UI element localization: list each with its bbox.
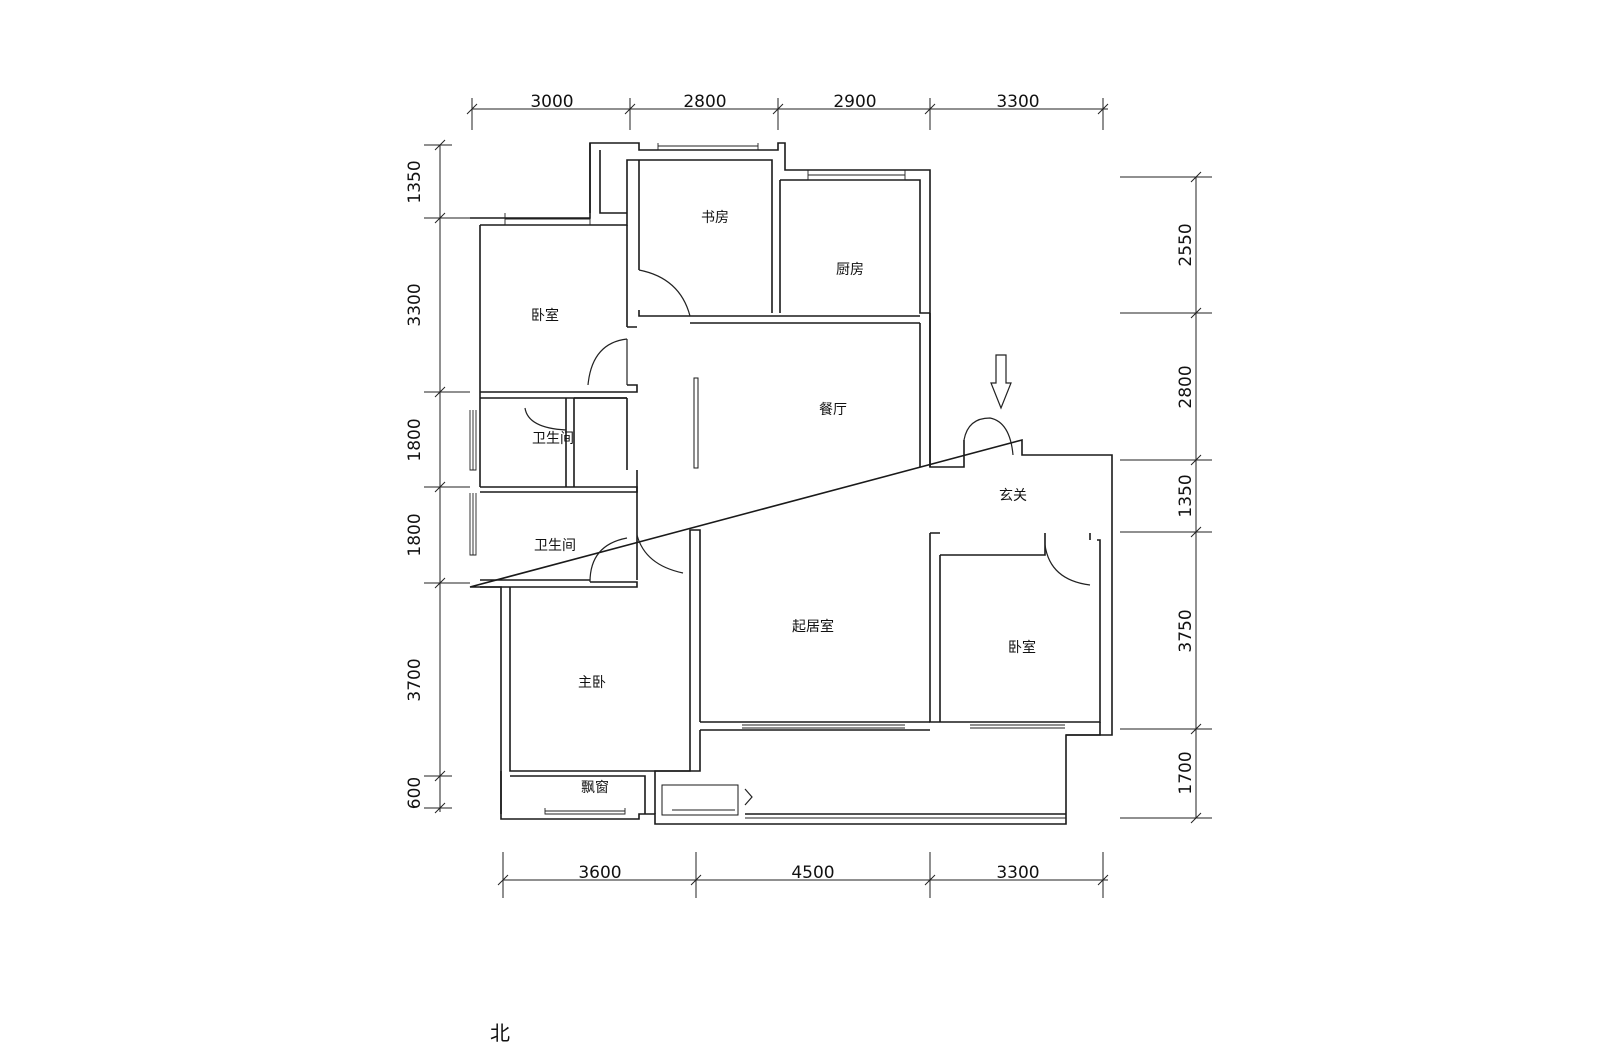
room-label-bathroom-upper: 卫生间 (532, 431, 574, 447)
north-indicator: 北 (490, 1021, 510, 1045)
room-label-kitchen: 厨房 (836, 262, 864, 278)
dim-top-4: 3300 (996, 92, 1039, 112)
room-label-bedroom-nw: 卧室 (531, 307, 559, 324)
windows (469, 143, 1066, 819)
dim-left-3: 1800 (405, 418, 425, 461)
dim-right-3: 1350 (1176, 474, 1196, 517)
dimension-labels-left: 1350 3300 1800 1800 3700 600 (405, 160, 425, 809)
dim-right-1: 2550 (1176, 223, 1196, 266)
dim-left-1: 1350 (405, 160, 425, 203)
dim-right-4: 3750 (1176, 609, 1196, 652)
dim-left-4: 1800 (405, 513, 425, 556)
room-label-living: 起居室 (792, 618, 834, 635)
entry-arrow-icon (990, 354, 1012, 410)
dimension-lines-right (1120, 171, 1212, 824)
dimension-labels-top: 3000 2800 2900 3300 (530, 92, 1039, 112)
room-label-bedroom-se: 卧室 (1008, 639, 1036, 656)
dim-right-5: 1700 (1176, 751, 1196, 794)
dim-left-5: 3700 (405, 658, 425, 701)
room-label-bathroom-lower: 卫生间 (534, 538, 576, 554)
room-label-dining: 餐厅 (819, 402, 847, 418)
room-labels: 书房 厨房 卧室 餐厅 卫生间 玄关 卫生间 起居室 卧室 主卧 飘窗 (531, 210, 1036, 796)
dim-bottom-1: 3600 (578, 863, 621, 883)
dim-left-6: 600 (405, 777, 425, 809)
walls (469, 142, 1113, 825)
room-label-master-bedroom: 主卧 (578, 675, 606, 691)
dim-bottom-2: 4500 (791, 863, 834, 883)
dim-right-2: 2800 (1176, 365, 1196, 408)
room-label-bay-window: 飘窗 (581, 779, 609, 796)
dimension-lines-left (424, 139, 470, 814)
dim-top-2: 2800 (683, 92, 726, 112)
dim-bottom-3: 3300 (996, 863, 1039, 883)
dimension-lines-top (466, 98, 1109, 130)
dimension-labels-right: 2550 2800 1350 3750 1700 (1176, 223, 1196, 794)
dim-left-2: 3300 (405, 283, 425, 326)
dim-top-1: 3000 (530, 92, 573, 112)
dim-top-3: 2900 (833, 92, 876, 112)
doors (524, 269, 1091, 806)
dimension-lines-bottom (497, 852, 1109, 898)
room-label-foyer: 玄关 (999, 487, 1027, 504)
room-label-study: 书房 (701, 210, 729, 226)
dimension-labels-bottom: 3600 4500 3300 (578, 863, 1039, 883)
